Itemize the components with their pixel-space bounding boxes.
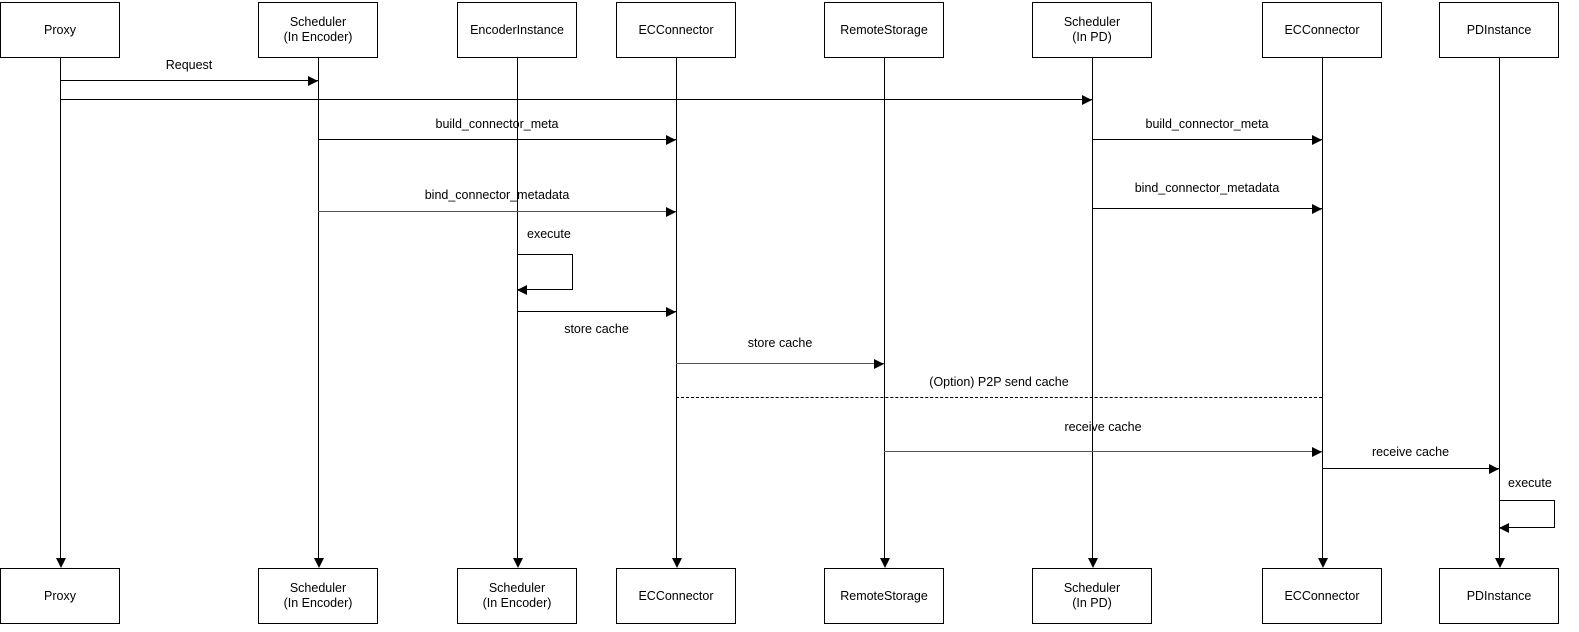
lifeline-ec_conn_right [1322, 58, 1323, 558]
participant-box-sched_pd[interactable]: Scheduler(In PD) [1032, 2, 1152, 58]
self-message-loop-s1 [517, 254, 573, 290]
participant-box-ec_conn_right[interactable]: ECConnector [1262, 2, 1382, 58]
participant-box-label-line1: ECConnector [1284, 22, 1360, 37]
lifeline-encoder_inst [517, 58, 518, 558]
message-arrowhead-icon-m8 [874, 358, 884, 369]
participant-box-remote_store[interactable]: RemoteStorage [824, 2, 944, 58]
participant-footer-box-label-line1: RemoteStorage [840, 588, 928, 603]
participant-footer-box-sched_enc_f[interactable]: Scheduler(In Encoder) [258, 568, 378, 624]
lifeline-remote_store [884, 58, 885, 558]
participant-box-label-line1: Scheduler [289, 15, 347, 29]
lifeline-pd_inst [1499, 58, 1500, 558]
participant-footer-box-label-line2: (In Encoder) [482, 596, 552, 610]
message-line-m4 [1092, 139, 1322, 140]
message-line-m8 [676, 363, 884, 364]
self-message-label-s2: execute [1508, 476, 1552, 490]
message-line-m5 [318, 211, 676, 212]
participant-footer-box-label-line2: (In Encoder) [283, 596, 353, 610]
lifeline-sched_enc [318, 58, 319, 558]
participant-box-pd_inst[interactable]: PDInstance [1439, 2, 1559, 58]
participant-box-label-line1: EncoderInstance [470, 22, 564, 37]
participant-footer-box-label-line1: ECConnector [638, 588, 714, 603]
message-arrowhead-icon-m1 [308, 75, 318, 86]
message-label-m11: receive cache [1371, 445, 1450, 459]
message-line-m2 [60, 99, 1092, 100]
self-message-arrowhead-icon-s2 [1499, 523, 1509, 533]
message-arrowhead-icon-m7 [666, 306, 676, 317]
participant-box-sched_enc[interactable]: Scheduler(In Encoder) [258, 2, 378, 58]
message-label-m6: bind_connector_metadata [1134, 181, 1280, 195]
message-arrowhead-icon-m6 [1312, 203, 1322, 214]
lifeline-proxy [60, 58, 61, 558]
participant-box-label-line2: (In PD) [1072, 30, 1112, 44]
participant-box-ec_conn_left[interactable]: ECConnector [616, 2, 736, 58]
message-arrowhead-icon-m10 [1312, 446, 1322, 457]
participant-box-label-line1: RemoteStorage [840, 22, 928, 37]
message-label-m3: build_connector_meta [435, 117, 559, 131]
message-line-m7 [517, 311, 676, 312]
lifeline-end-arrow-icon-proxy [56, 558, 66, 568]
message-label-m5: bind_connector_metadata [424, 188, 570, 202]
participant-footer-box-label-line1: PDInstance [1466, 588, 1532, 603]
message-label-m8: store cache [747, 336, 813, 350]
message-label-m9: (Option) P2P send cache [929, 375, 1069, 389]
message-arrowhead-icon-m11 [1489, 463, 1499, 474]
lifeline-end-arrow-icon-ec_conn_left [672, 558, 682, 568]
participant-box-encoder_inst[interactable]: EncoderInstance [457, 2, 577, 58]
lifeline-end-arrow-icon-ec_conn_right [1318, 558, 1328, 568]
lifeline-end-arrow-icon-sched_enc [314, 558, 324, 568]
participant-box-label-line2: (In Encoder) [283, 30, 353, 44]
message-line-m11 [1322, 468, 1499, 469]
message-arrowhead-icon-m2 [1082, 94, 1092, 105]
participant-box-label-line1: Scheduler [1063, 15, 1121, 29]
message-label-m4: build_connector_meta [1145, 117, 1269, 131]
lifeline-end-arrow-icon-sched_pd [1088, 558, 1098, 568]
message-line-m3 [318, 139, 676, 140]
message-arrowhead-icon-m4 [1312, 134, 1322, 145]
participant-box-label-line1: Proxy [44, 22, 76, 37]
self-message-arrowhead-icon-s1 [517, 285, 527, 295]
self-message-label-s1: execute [527, 227, 571, 241]
message-arrowhead-icon-m5 [666, 206, 676, 217]
message-label-m7: store cache [564, 322, 629, 336]
participant-box-label-line1: ECConnector [638, 22, 714, 37]
participant-footer-box-label-line2: (In PD) [1072, 596, 1112, 610]
participant-footer-box-encoder_inst_f[interactable]: Scheduler(In Encoder) [457, 568, 577, 624]
participant-footer-box-proxy_f[interactable]: Proxy [0, 568, 120, 624]
lifeline-ec_conn_left [676, 58, 677, 558]
message-label-m1: Request [165, 58, 213, 72]
lifeline-end-arrow-icon-remote_store [880, 558, 890, 568]
message-line-m9 [676, 397, 1322, 398]
self-message-loop-s2 [1499, 500, 1555, 528]
message-line-m10 [884, 451, 1322, 452]
lifeline-sched_pd [1092, 58, 1093, 558]
lifeline-end-arrow-icon-encoder_inst [513, 558, 523, 568]
message-arrowhead-icon-m3 [666, 134, 676, 145]
participant-footer-box-label-line1: Scheduler [488, 581, 546, 595]
participant-footer-box-sched_pd_f[interactable]: Scheduler(In PD) [1032, 568, 1152, 624]
participant-footer-box-ec_conn_right_f[interactable]: ECConnector [1262, 568, 1382, 624]
message-line-m6 [1092, 208, 1322, 209]
participant-footer-box-label-line1: Scheduler [289, 581, 347, 595]
lifeline-end-arrow-icon-pd_inst [1495, 558, 1505, 568]
message-line-m1 [60, 80, 318, 81]
participant-footer-box-pd_inst_f[interactable]: PDInstance [1439, 568, 1559, 624]
participant-footer-box-label-line1: Scheduler [1063, 581, 1121, 595]
participant-footer-box-label-line1: Proxy [44, 588, 76, 603]
participant-footer-box-label-line1: ECConnector [1284, 588, 1360, 603]
participant-footer-box-remote_store_f[interactable]: RemoteStorage [824, 568, 944, 624]
message-label-m10: receive cache [1064, 420, 1142, 434]
participant-box-label-line1: PDInstance [1466, 22, 1532, 37]
participant-footer-box-ec_conn_left_f[interactable]: ECConnector [616, 568, 736, 624]
participant-box-proxy[interactable]: Proxy [0, 2, 120, 58]
